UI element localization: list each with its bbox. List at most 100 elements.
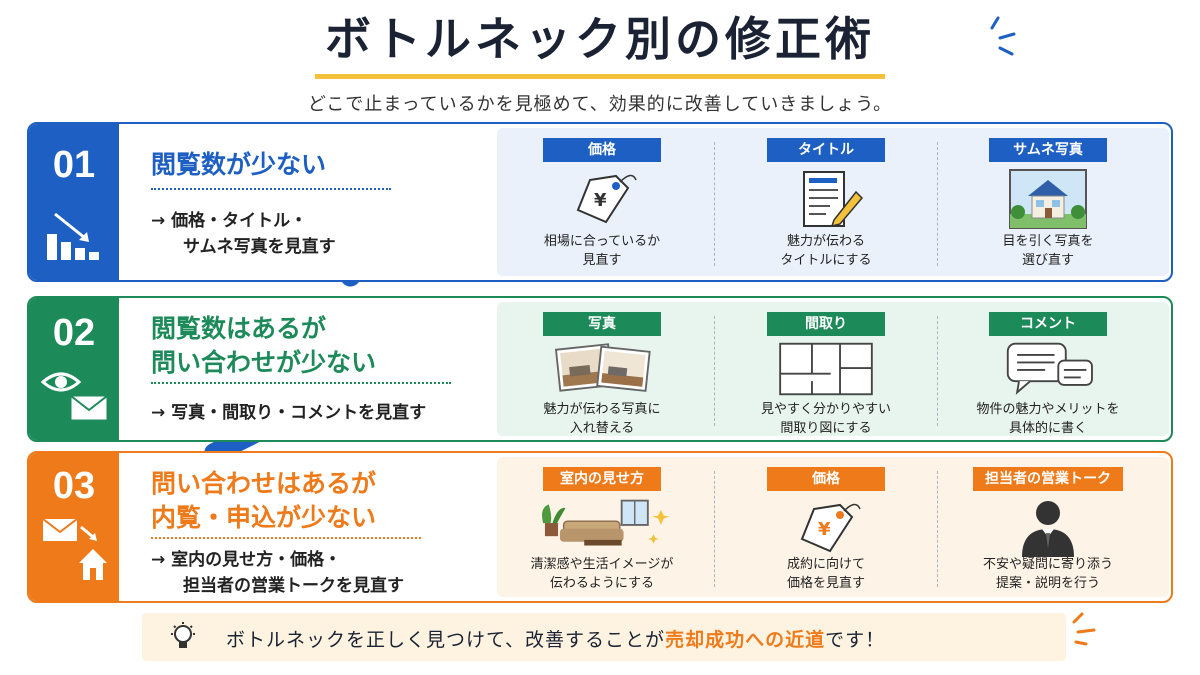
row-action: → 写真・間取り・コメントを見直す — [151, 400, 426, 426]
bottleneck-row-02: 02 閲覧数はあるが 問い合わせが少ない → 写真・間取り・コメントを見直す 写… — [27, 296, 1173, 442]
fix-text: 魅力が伝わる写真に 入れ替える — [497, 400, 707, 438]
row-summary: 閲覧数が少ない → 価格・タイトル・ サムネ写真を見直す — [151, 124, 598, 280]
businessperson-icon — [1022, 501, 1074, 557]
fix-text-line: 間取り図にする — [780, 421, 872, 436]
lightbulb-icon — [171, 622, 195, 648]
price-tag-icon: ¥ — [800, 503, 861, 553]
panel-separator — [714, 142, 715, 266]
fix-text-line: 見直す — [582, 253, 622, 268]
row-number-column: 01 — [29, 124, 119, 280]
room-photos-icon — [554, 343, 651, 392]
fix-text-line: 選び直す — [1021, 253, 1074, 268]
conclusion-highlight: 売却成功への近道 — [665, 629, 826, 651]
eye-envelope-icon — [41, 372, 108, 421]
row-heading-line: 問い合わせが少ない — [151, 348, 377, 377]
row-summary: 問い合わせはあるが 内覧・申込が少ない → 室内の見せ方・価格・ 担当者の営業ト… — [151, 453, 598, 601]
fix-panel: 写真 魅力が伝わる写真に 入れ替える — [497, 302, 1169, 436]
fix-item-title: タイトル 魅力が伝わる タイトルにする — [721, 128, 931, 276]
row-number-column: 03 — [29, 453, 119, 601]
bottleneck-row-03: 03 問い合わせはあるが 内覧・申込が少ない → 室内の見せ方・価格・ 担当者の… — [27, 451, 1173, 603]
heading-divider — [151, 188, 391, 190]
floor-plan-icon — [779, 342, 873, 396]
panel-separator — [937, 142, 938, 266]
envelope-house-icon — [42, 518, 107, 580]
fix-text-line: 成約に向けて — [786, 557, 865, 572]
fix-badge: 写真 — [543, 312, 661, 336]
fix-text: 魅力が伝わる タイトルにする — [721, 232, 931, 270]
fix-item-floorplan: 間取り 見やすく分かりやすい 間取り図にする — [721, 302, 931, 440]
row-action-line: → 室内の見せ方・価格・ — [151, 550, 342, 570]
heading-divider — [151, 382, 451, 384]
fix-item-thumbnail: サムネ写真 目を引く写真を 選び直す — [943, 128, 1153, 276]
fix-badge: タイトル — [767, 138, 885, 162]
living-room-icon — [541, 499, 670, 546]
bottleneck-row-01: 01 閲覧数が少ない → 価格・タイトル・ サムネ写真を見直す 価格 ¥ — [27, 122, 1173, 282]
row-number: 02 — [52, 312, 96, 354]
fix-item-sales-talk: 担当者の営業トーク 不安や疑問に寄り添う 提案・説明を行う — [943, 457, 1153, 601]
fix-badge: 価格 — [767, 467, 885, 491]
row-heading: 閲覧数はあるが 問い合わせが少ない — [151, 312, 376, 380]
page-title: ボトルネック別の修正術 — [315, 8, 885, 79]
row-heading-line: 問い合わせはあるが — [151, 469, 377, 498]
row-heading: 閲覧数が少ない — [151, 150, 327, 179]
fix-text: 物件の魅力やメリットを 具体的に書く — [943, 400, 1153, 438]
fix-text: 相場に合っているか 見直す — [497, 232, 707, 270]
row-heading-line: 内覧・申込が少ない — [151, 503, 377, 532]
fix-text-line: 具体的に書く — [1008, 421, 1087, 436]
conclusion-text: ボトルネックを正しく見つけて、改善することが売却成功への近道です！ — [226, 625, 885, 652]
fix-item-price: 価格 ¥ 成約に向けて 価格を見直す — [721, 457, 931, 601]
fix-text-line: 相場に合っているか — [543, 234, 661, 249]
heading-divider — [151, 537, 421, 539]
fix-text: 目を引く写真を 選び直す — [943, 232, 1153, 270]
row-action-line: サムネ写真を見直す — [183, 237, 336, 257]
fix-text-line: 提案・説明を行う — [995, 576, 1100, 591]
fix-text-line: 見やすく分かりやすい — [760, 402, 891, 417]
row-number-column: 02 — [29, 298, 119, 440]
fix-panel: 価格 ¥ 相場に合っているか 見直す タイトル — [497, 128, 1169, 276]
fix-badge: 間取り — [767, 312, 885, 336]
conclusion-text-part: です！ — [825, 629, 886, 651]
fix-item-comment: コメント 物件の魅力やメリットを 具体的に書く — [943, 302, 1153, 440]
fix-text-line: 入れ替える — [569, 421, 635, 436]
row-action: → 価格・タイトル・ サムネ写真を見直す — [151, 208, 336, 260]
fix-item-photos: 写真 魅力が伝わる写真に 入れ替える — [497, 302, 707, 440]
fix-badge: 担当者の営業トーク — [973, 467, 1123, 491]
fix-text-line: 目を引く写真を — [1002, 234, 1094, 249]
fix-badge: コメント — [989, 312, 1107, 336]
accent-burst-right-icon — [990, 16, 1016, 56]
fix-text-line: タイトルにする — [780, 253, 872, 268]
fix-panel: 室内の見せ方 清潔感や生活イメージが 伝わるようにする 価格 — [497, 457, 1169, 597]
svg-text:¥: ¥ — [594, 190, 607, 211]
row-heading-line: 閲覧数はあるが — [151, 314, 327, 343]
fix-text-line: 清潔感や生活イメージが — [530, 557, 674, 572]
fix-badge: 室内の見せ方 — [543, 467, 661, 491]
row-number: 03 — [52, 465, 96, 507]
conclusion-banner: ボトルネックを正しく見つけて、改善することが売却成功への近道です！ — [142, 613, 1066, 661]
fix-item-price: 価格 ¥ 相場に合っているか 見直す — [497, 128, 707, 276]
fix-badge: 価格 — [543, 138, 661, 162]
panel-separator — [937, 316, 938, 426]
row-action-line: → 価格・タイトル・ — [151, 211, 308, 231]
house-photo-icon — [1009, 169, 1087, 229]
row-number: 01 — [52, 144, 96, 186]
accent-burst-bottom-icon — [1072, 612, 1096, 646]
row-heading: 問い合わせはあるが 内覧・申込が少ない — [151, 467, 376, 535]
panel-separator — [937, 471, 938, 587]
fix-text: 不安や疑問に寄り添う 提案・説明を行う — [943, 555, 1153, 593]
row-action-line: → 写真・間取り・コメントを見直す — [151, 403, 427, 423]
fix-text: 見やすく分かりやすい 間取り図にする — [721, 400, 931, 438]
row-summary: 閲覧数はあるが 問い合わせが少ない → 写真・間取り・コメントを見直す — [151, 298, 598, 440]
panel-separator — [714, 471, 715, 587]
price-tag-icon: ¥ — [576, 174, 637, 224]
panel-separator — [714, 316, 715, 426]
fix-text-line: 価格を見直す — [786, 576, 865, 591]
fix-text-line: 魅力が伝わる写真に — [543, 402, 661, 417]
fix-badge: サムネ写真 — [989, 138, 1107, 162]
row-action: → 室内の見せ方・価格・ 担当者の営業トークを見直す — [151, 547, 404, 599]
fix-text-line: 伝わるようにする — [549, 576, 655, 591]
fix-item-interior: 室内の見せ方 清潔感や生活イメージが 伝わるようにする — [497, 457, 707, 601]
fix-text-line: 魅力が伝わる — [786, 234, 865, 249]
fix-text-line: 物件の魅力やメリットを — [976, 402, 1120, 417]
document-pencil-icon — [803, 171, 864, 228]
bar-chart-down-icon — [47, 212, 99, 260]
